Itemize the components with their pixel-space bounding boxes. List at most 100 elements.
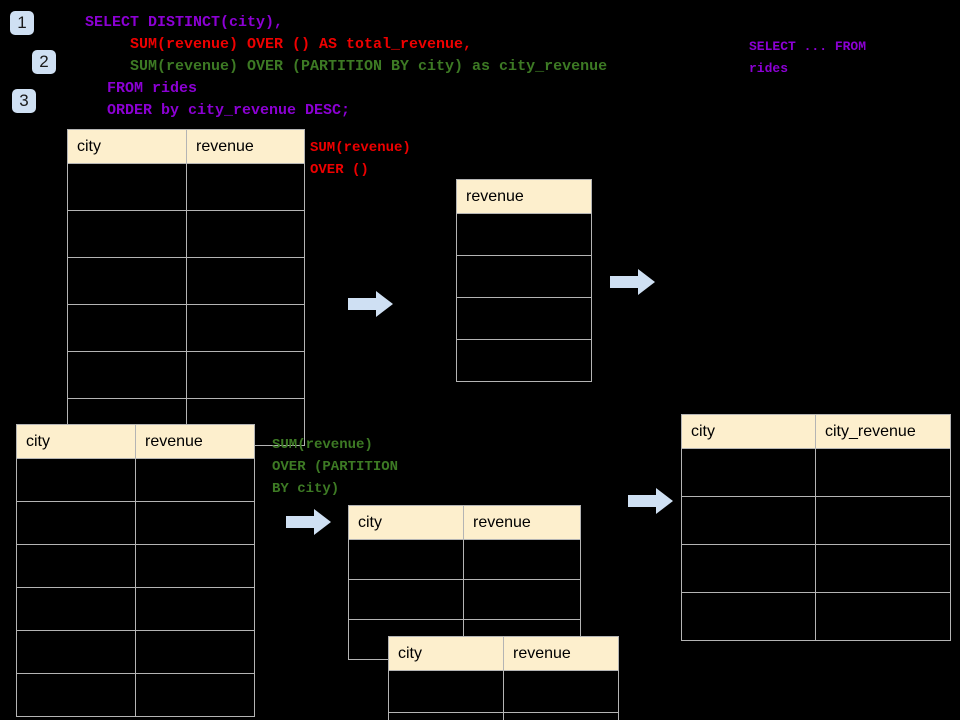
table-cell [186,210,305,258]
table-cell [456,297,592,340]
step-badge-2: 2 [32,50,56,74]
sql-line: FROM rides [107,80,198,97]
table-cell [503,670,619,713]
table-header-row: revenue [456,179,592,214]
table-cell [186,351,305,399]
column-header: revenue [456,179,592,214]
table-cell [815,592,951,641]
table-cell [16,630,136,674]
table-cell [348,539,464,580]
column-header: city [388,636,504,671]
table-cell [503,712,619,720]
table-row [681,592,951,641]
sql-line: SUM(revenue) OVER () AS total_revenue, [130,36,473,53]
table-row [681,544,951,593]
table-row [16,630,255,674]
column-header: revenue [135,424,255,459]
table-row [67,163,305,211]
table-cell [456,213,592,256]
table-row [16,587,255,631]
table-cell [815,448,951,497]
table-cell [681,592,816,641]
table-cell [186,163,305,211]
table-cell [135,630,255,674]
table-cell [815,544,951,593]
table-cell [186,257,305,305]
table-cell [135,544,255,588]
table-cell [186,304,305,352]
total-revenue-table: revenue [456,179,592,382]
table-row [456,297,592,340]
table-row [348,579,581,620]
table-cell [16,587,136,631]
table-row [456,213,592,256]
sum-over-partition-note: SUM(revenue) OVER (PARTITION BY city) [272,437,399,497]
table-cell [348,579,464,620]
table-cell [67,351,187,399]
table-row [681,448,951,497]
table-cell [16,544,136,588]
table-cell [16,501,136,545]
table-cell [463,539,581,580]
table-row [16,544,255,588]
table-cell [681,496,816,545]
table-cell [388,670,504,713]
table-row [16,458,255,502]
table-row [67,257,305,305]
step-badge-3: 3 [12,89,36,113]
table-cell [463,579,581,620]
table-cell [135,458,255,502]
column-header: city [67,129,187,164]
table-row [348,539,581,580]
sum-over-empty-note: SUM(revenue) OVER () [310,140,411,178]
column-header: city_revenue [815,414,951,449]
table-row [388,670,619,713]
select-from-rides-note: SELECT ... FROM rides [749,39,867,76]
table-cell [135,673,255,717]
table-cell [16,673,136,717]
table-cell [681,448,816,497]
table-cell [681,544,816,593]
table-cell [67,257,187,305]
table-row [67,210,305,258]
arrow-partition-source-to-group [286,508,332,536]
table-cell [67,210,187,258]
table-cell [67,304,187,352]
column-header: city [348,505,464,540]
table-cell [16,458,136,502]
arrow-source-to-total [348,290,394,318]
sql-line: SELECT DISTINCT(city), [85,14,284,31]
table-row [67,351,305,399]
arrow-group-to-result [628,487,674,515]
arrow-total-to-result [610,268,656,296]
column-header: city [681,414,816,449]
table-cell [67,163,187,211]
column-header: city [16,424,136,459]
column-header: revenue [503,636,619,671]
table-row [16,501,255,545]
table-cell [135,501,255,545]
column-header: revenue [186,129,305,164]
table-row [456,339,592,382]
table-cell [456,255,592,298]
table-row [681,496,951,545]
table-row [388,712,619,720]
step-badge-1: 1 [10,11,34,35]
sql-line: SUM(revenue) OVER (PARTITION BY city) as… [130,58,608,75]
table-row [16,673,255,717]
column-header: revenue [463,505,581,540]
sql-line: ORDER by city_revenue DESC; [107,102,351,119]
table-cell [456,339,592,382]
table-row [456,255,592,298]
